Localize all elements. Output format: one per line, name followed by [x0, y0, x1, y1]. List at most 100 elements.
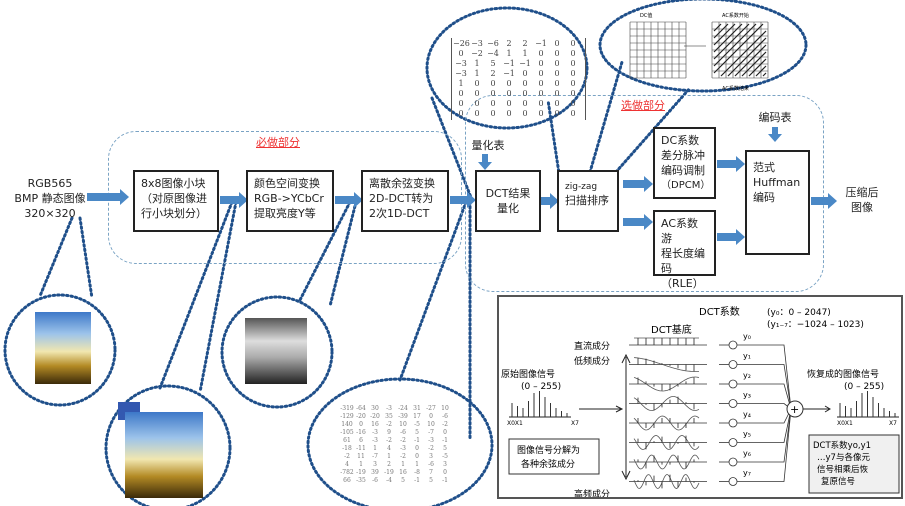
matrix-cell: -1: [442, 477, 448, 484]
zigzag-illustration: DC值 AC系数开始 AC系数结束: [629, 12, 769, 92]
step-text: 编码: [753, 191, 775, 204]
matrix-cell: 2: [506, 39, 512, 48]
matrix-cell: 3: [443, 461, 447, 468]
basis-title: DCT基底: [651, 323, 692, 336]
step-text: zig-zag: [565, 182, 598, 192]
matrix-cell: 0: [538, 69, 544, 78]
decompose-note: 各种余弦成分: [521, 458, 575, 470]
matrix-cell: 0: [490, 109, 496, 118]
matrix-cell: 5: [429, 477, 433, 484]
matrix-cell: -4: [386, 477, 392, 484]
step-text: 提取亮度Y等: [254, 207, 316, 220]
step-text: （对原图像进: [141, 192, 207, 205]
matrix-cell: −3: [455, 69, 467, 78]
matrix-cell: -39: [398, 413, 408, 420]
coefficient-grid: [629, 21, 687, 79]
matrix-cell: 1: [506, 49, 512, 58]
matrix-cell: 4: [345, 461, 349, 468]
matrix-cell: 61: [343, 437, 351, 444]
matrix-cell: 7: [429, 469, 433, 476]
matrix-cell: 0: [443, 469, 447, 476]
basis-function-0: y₀: [629, 332, 792, 410]
matrix-cell: 0: [554, 99, 560, 108]
matrix-cell: -2: [400, 437, 406, 444]
matrix-cell: 10: [441, 405, 449, 412]
rle-step: AC系数游 程长度编 码（RLE）: [653, 210, 716, 290]
matrix-cell: 2: [490, 69, 496, 78]
coef-label: y₀: [743, 332, 751, 341]
matrix-cell: −4: [487, 49, 499, 58]
multiplier-icon: [728, 360, 738, 369]
multiplier-icon: [728, 457, 738, 467]
matrix-cell: 0: [538, 99, 544, 108]
input-arrow: [579, 405, 624, 413]
high-freq-label: 高频成分: [574, 488, 610, 497]
frequency-axis-arrow: [621, 353, 631, 481]
dc-component-label: 直流成分: [574, 340, 610, 352]
matrix-cell: 10: [399, 421, 407, 428]
matrix-cell: 0: [570, 99, 576, 108]
matrix-cell: 1: [359, 461, 363, 468]
multiplier-icon: [728, 399, 738, 408]
step-text: 量化: [497, 202, 519, 215]
flow-arrow: [87, 189, 129, 205]
reconstructed-signal-plot: [837, 391, 899, 418]
matrix-cell: 0: [570, 89, 576, 98]
flow-arrow: [717, 229, 745, 245]
basis-function-5: y₅: [629, 408, 792, 450]
matrix-cell: 0: [554, 89, 560, 98]
dpcm-step: DC系数 差分脉冲 编码调制 （DPCM）: [653, 127, 716, 199]
matrix-cell: -20: [370, 413, 380, 420]
huffman-step: 范式 Huffman 编码: [745, 150, 810, 255]
matrix-cell: −3: [455, 59, 467, 68]
matrix-cell: 66: [343, 477, 351, 484]
matrix-cell: -5: [414, 421, 420, 428]
reconstructed-range: (0 – 255): [844, 382, 884, 392]
matrix-cell: 0: [570, 79, 576, 88]
matrix-cell: 0: [538, 79, 544, 88]
coef-range-ac: (y₁₋₇：−1024 – 1023): [767, 320, 864, 330]
matrix-cell: 0: [506, 89, 512, 98]
coef-range-dc: (y₀：0 – 2047): [767, 308, 831, 318]
quantized-matrix-bracket: [451, 38, 586, 120]
recombine-note: DCT系数yo,y1: [813, 440, 871, 451]
basis-function-1: y₁: [629, 352, 792, 410]
step-text: 码（RLE）: [661, 262, 704, 290]
step-text: 程长度编: [661, 247, 705, 260]
zigzag-callout: [598, 0, 808, 93]
matrix-cell: 1: [474, 59, 480, 68]
step-text: 差分脉冲: [661, 149, 705, 162]
matrix-cell: -24: [398, 405, 408, 412]
matrix-cell: 6: [359, 437, 363, 444]
matrix-cell: -2: [344, 453, 350, 460]
ac-end-label: AC系数结束: [722, 85, 749, 92]
reconstructed-title: 恢复成的图像信号: [807, 368, 879, 380]
matrix-cell: 31: [413, 405, 421, 412]
matrix-cell: -11: [356, 445, 366, 452]
flow-arrow: [450, 192, 476, 208]
matrix-cell: 0: [458, 89, 464, 98]
matrix-cell: −2: [471, 49, 483, 58]
matrix-cell: -6: [372, 477, 378, 484]
photo-callout-gray: [220, 295, 334, 409]
coef-label: y₁: [743, 352, 751, 361]
input-format: RGB565: [27, 177, 73, 190]
matrix-cell: 0: [570, 59, 576, 68]
recombine-note-box: [808, 434, 900, 494]
matrix-cell: 0: [359, 421, 363, 428]
step-text: 扫描排序: [565, 194, 609, 207]
matrix-cell: 17: [413, 413, 421, 420]
matrix-cell: 0: [474, 79, 480, 88]
original-signal-plot: [509, 391, 571, 418]
matrix-cell: 0: [458, 109, 464, 118]
coef-label: y₄: [743, 410, 751, 419]
step-text: 颜色空间变换: [254, 177, 320, 190]
matrix-cell: 0: [570, 109, 576, 118]
matrix-cell: -2: [442, 421, 448, 428]
matrix-cell: 1: [373, 445, 377, 452]
matrix-cell: 30: [371, 405, 379, 412]
step-text: 编码调制: [661, 164, 705, 177]
color-space-step: 颜色空间变换 RGB->YCbCr 提取亮度Y等: [246, 170, 334, 232]
matrix-cell: 0: [429, 413, 433, 420]
matrix-cell: -782: [340, 469, 354, 476]
